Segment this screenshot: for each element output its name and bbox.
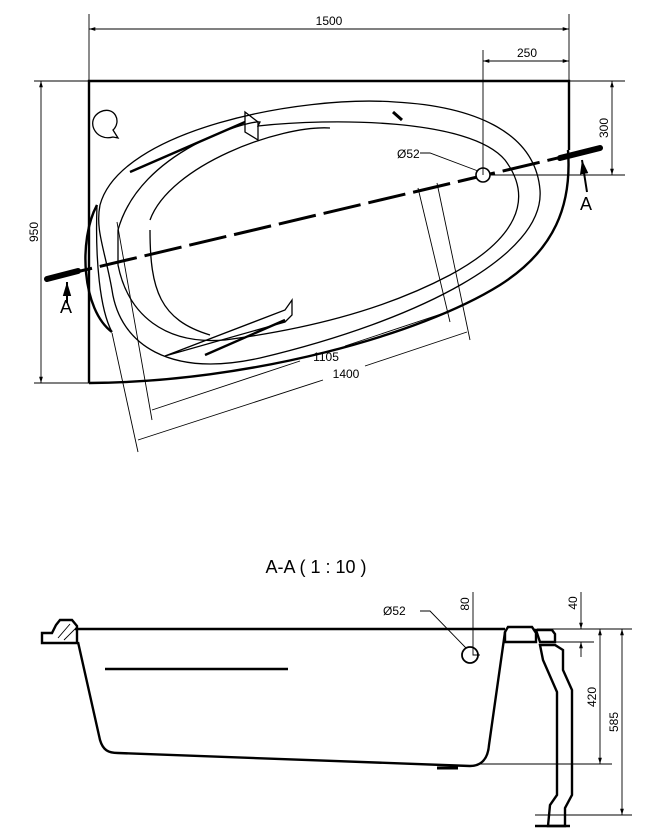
section-marker-left: A — [60, 297, 72, 317]
tub-body-profile — [76, 631, 507, 768]
section-drain-leader — [420, 610, 467, 649]
dim-ext-1105 — [116, 187, 451, 421]
dim-drain-height-line — [472, 592, 480, 656]
dim-total-height: 585 — [607, 712, 621, 732]
left-lip-hatch — [57, 623, 77, 641]
section-arrow-right-icon — [580, 159, 589, 193]
extension-lines — [34, 80, 625, 384]
dim-ext — [88, 14, 570, 175]
dim-ext-1400 — [111, 182, 471, 453]
apron-top — [534, 628, 557, 644]
section-line-ends — [44, 145, 603, 282]
tub-bowl — [117, 121, 520, 342]
armrest-top-end — [244, 110, 259, 142]
overflow-slot — [392, 110, 403, 122]
dim-outer-length-line — [137, 331, 468, 441]
front-apron — [538, 643, 574, 828]
section-line — [54, 146, 601, 279]
dim-depth: 950 — [27, 222, 41, 242]
section-marker-right: A — [580, 194, 592, 214]
drain-label: Ø52 — [397, 147, 420, 161]
tub-rim — [98, 100, 541, 365]
dim-drain-depth: 300 — [597, 118, 611, 138]
dim-outer-length: 1400 — [333, 367, 360, 381]
armrest-bottom-end — [164, 297, 293, 357]
tub-outer-edge — [88, 149, 570, 385]
section-title: A-A ( 1 : 10 ) — [265, 557, 366, 577]
drain-leader — [420, 152, 479, 172]
handle-knob — [92, 109, 120, 139]
dim-inner-length-line — [151, 311, 448, 411]
section-extension-lines — [480, 628, 632, 816]
dim-inner-length: 1105 — [313, 350, 339, 364]
dim-drain-height: 80 — [458, 597, 472, 611]
tub-bowl-inner — [149, 127, 331, 336]
dim-drain-offset: 250 — [517, 46, 537, 60]
section-view: A-A ( 1 : 10 ) Ø52 80 40 420 585 — [40, 557, 632, 828]
dim-rim: 40 — [566, 596, 580, 610]
top-view: A A Ø52 1500 250 950 300 1105 1400 — [27, 14, 625, 453]
dim-width: 1500 — [316, 14, 343, 28]
right-rim — [503, 625, 538, 644]
dim-inner-depth: 420 — [585, 687, 599, 707]
left-lip — [40, 618, 79, 645]
armrest-top — [129, 120, 246, 174]
section-drain-label: Ø52 — [383, 604, 406, 618]
headrest — [84, 204, 113, 333]
headrest-inner — [95, 204, 113, 333]
